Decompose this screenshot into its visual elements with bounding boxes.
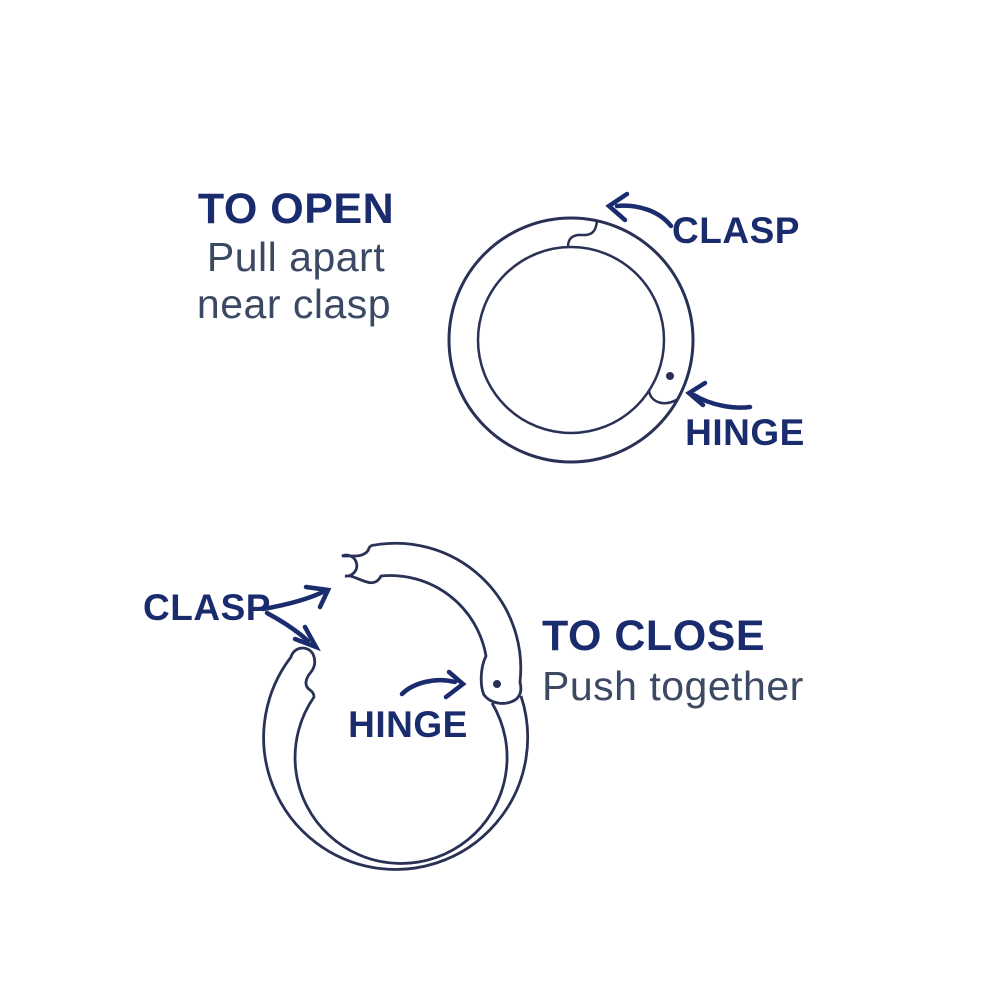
- clasp-arrow-icon: [614, 203, 674, 229]
- hinge-arrow-icon: [399, 677, 458, 697]
- hinge-end-cap: [647, 390, 679, 405]
- closed-ring-illustration: [447, 216, 695, 464]
- clasp-arrowhead-icon: [605, 191, 630, 223]
- open-hinge-label: HINGE: [685, 412, 805, 453]
- close-hinge-label: HINGE: [348, 704, 468, 745]
- clasp-lower-arrowhead-icon: [292, 624, 321, 652]
- clasp-upper-arrowhead-icon: [303, 584, 332, 610]
- hinge-arrowhead-icon: [443, 669, 467, 700]
- open-ring-lower-arm: [262, 646, 530, 871]
- close-subtitle: Push together: [542, 663, 804, 709]
- open-subtitle-line2: near clasp: [197, 281, 391, 327]
- hinge-arrowhead-icon: [685, 380, 708, 408]
- close-clasp-label: CLASP: [143, 587, 271, 628]
- hinge-arrow-icon: [691, 392, 753, 410]
- open-title: TO OPEN: [198, 185, 394, 233]
- clasp-seam: [566, 220, 599, 248]
- close-section: CLASP HINGE TO CLOSE Push together: [143, 541, 804, 871]
- clasp-upper-arrow-icon: [260, 588, 328, 612]
- hinge-pin-dot: [666, 372, 674, 380]
- open-clasp-label: CLASP: [672, 210, 800, 251]
- hinge-pin-dot: [493, 680, 501, 688]
- open-subtitle-line1: Pull apart: [207, 234, 385, 280]
- closed-ring-outer-edge: [447, 216, 695, 464]
- clasp-lower-arrow-icon: [264, 610, 311, 644]
- open-section: TO OPEN Pull apart near clasp CLASP HING…: [197, 185, 805, 464]
- closed-ring-inner-edge: [476, 245, 666, 435]
- open-ring-illustration: [262, 541, 530, 871]
- close-title: TO CLOSE: [542, 612, 765, 660]
- open-ring-upper-arm: [341, 541, 523, 705]
